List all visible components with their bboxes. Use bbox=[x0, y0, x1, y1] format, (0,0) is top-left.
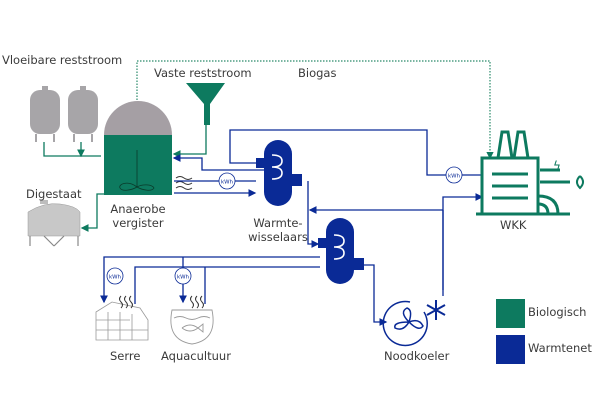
wkk-icon bbox=[476, 130, 570, 216]
svg-text:kWh: kWh bbox=[221, 180, 234, 186]
label-wkk: WKK bbox=[500, 218, 527, 232]
label-aquacultuur: Aquacultuur bbox=[161, 349, 231, 363]
label-biogas: Biogas bbox=[298, 66, 337, 80]
label-noodkoeler: Noodkoeler bbox=[384, 349, 450, 363]
label-warmtewisselaars: Warmte- wisselaars bbox=[248, 216, 308, 244]
svg-text:kWh: kWh bbox=[448, 174, 461, 180]
steam-icon bbox=[119, 295, 204, 309]
label-vaste-reststroom: Vaste reststroom bbox=[154, 66, 252, 80]
label-anaerobe-vergister: Anaerobe vergister bbox=[110, 202, 166, 230]
digester-dome bbox=[104, 101, 172, 135]
digestaat-tank bbox=[27, 200, 81, 247]
funnel-icon bbox=[186, 83, 225, 125]
heat-waves-icon bbox=[175, 176, 193, 190]
legend-swatch-warmtenet bbox=[496, 335, 525, 364]
digestaat-line bbox=[80, 193, 104, 232]
kwh-meter-digester: kWh bbox=[218, 172, 236, 190]
label-vloeibare-reststroom: Vloeibare reststroom bbox=[2, 53, 123, 67]
heat-exchanger-2 bbox=[318, 218, 364, 284]
svg-text:kWh: kWh bbox=[177, 275, 190, 281]
legend-label-warmtenet: Warmtenet bbox=[528, 341, 592, 355]
flame-icon bbox=[576, 175, 584, 190]
kwh-meter-wkk: kWh bbox=[445, 166, 463, 184]
svg-text:kWh: kWh bbox=[109, 275, 122, 281]
liquid-inflow-line bbox=[43, 142, 101, 156]
liquid-tank-1 bbox=[30, 86, 60, 142]
label-digestaat: Digestaat bbox=[26, 187, 82, 201]
lightning-icon: ϟ bbox=[553, 159, 561, 173]
emergency-cooler-icon bbox=[382, 300, 446, 347]
mixer-icon bbox=[119, 182, 155, 191]
solid-inflow-line bbox=[172, 125, 207, 158]
legend-swatch-biologisch bbox=[496, 299, 525, 328]
liquid-tank-2 bbox=[68, 86, 98, 142]
fishbowl-icon bbox=[170, 309, 214, 345]
label-serre: Serre bbox=[110, 349, 141, 363]
biogas-line bbox=[136, 60, 494, 160]
greenhouse-icon bbox=[95, 301, 149, 341]
kwh-meter-serre: kWh bbox=[106, 267, 124, 285]
kwh-meter-aquacultuur: kWh bbox=[174, 267, 192, 285]
digester-body bbox=[104, 135, 172, 195]
legend-label-biologisch: Biologisch bbox=[528, 305, 587, 319]
heat-exchanger-1 bbox=[256, 140, 302, 206]
